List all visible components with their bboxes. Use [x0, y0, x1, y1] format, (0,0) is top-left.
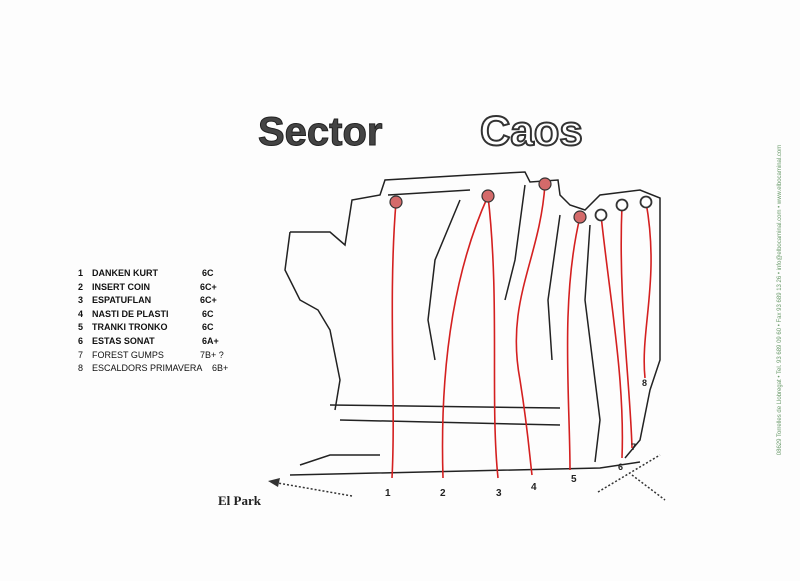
legend-name: DANKEN KURT	[92, 268, 158, 278]
legend-name: TRANKI TRONKO	[92, 322, 168, 333]
route-line-7	[620, 204, 633, 449]
title-caos: Caos	[480, 107, 583, 154]
route-line-6	[600, 214, 624, 459]
legend-grade: 7B+ ?	[200, 349, 224, 360]
route-line-1	[391, 201, 397, 479]
route-number-4: 4	[531, 482, 537, 493]
anchor-7	[615, 198, 629, 212]
legend-num: 8	[78, 363, 84, 374]
anchor-5	[573, 210, 587, 224]
route-number-1: 1	[385, 488, 391, 499]
legend-num: 5	[78, 322, 84, 333]
legend-name: ESCALDORS PRIMAVERA	[92, 363, 203, 374]
anchor-1	[389, 195, 403, 209]
legend-grade: 6B+	[212, 363, 229, 374]
legend-grade: 6A+	[202, 335, 219, 346]
route-number-3: 3	[496, 488, 502, 499]
legend-name: ESTAS SONAT	[92, 335, 155, 346]
route-number-2: 2	[440, 488, 446, 499]
legend-grade: 6C	[202, 308, 214, 319]
anchor-6	[594, 208, 608, 222]
route-line-2	[441, 195, 489, 479]
route-line-8	[643, 201, 652, 379]
contact-footer: 08629 Torrelles de Llobregat • Tel. 93 6…	[777, 144, 783, 456]
legend-num: 1	[78, 268, 84, 278]
legend-grade: 6C	[202, 322, 214, 333]
route-number-5: 5	[571, 474, 577, 485]
route-line-3	[487, 195, 499, 479]
legend-num: 7	[78, 349, 84, 360]
route-line-5	[566, 216, 581, 471]
title-sector: Sector	[258, 110, 383, 154]
legend-grade: 6C+	[200, 281, 217, 292]
route-number-8: 8	[642, 378, 647, 388]
legend-num: 2	[78, 281, 84, 292]
legend-name: INSERT COIN	[92, 281, 151, 292]
route-lines	[391, 183, 652, 479]
anchor-8	[639, 195, 653, 209]
legend-num: 3	[78, 295, 84, 306]
legend-name: ESPATUFLAN	[92, 295, 152, 306]
legend-name: FOREST GUMPS	[92, 349, 164, 360]
route-line-4	[515, 183, 546, 476]
rock-outline	[284, 171, 661, 476]
anchors	[389, 177, 653, 224]
legend-num: 4	[78, 308, 84, 319]
legend-name: NASTI DE PLASTI	[92, 308, 169, 319]
route-number-6: 6	[618, 462, 623, 472]
park-label: El Park	[218, 493, 262, 508]
route-number-7: 7	[631, 442, 636, 452]
anchor-3	[538, 177, 552, 191]
arrow-head-icon	[268, 478, 280, 487]
legend-grade: 6C+	[200, 295, 217, 306]
park-arrow	[271, 454, 666, 501]
legend-grade: 6C	[202, 268, 214, 278]
anchor-2	[481, 189, 495, 203]
legend-num: 6	[78, 335, 84, 346]
